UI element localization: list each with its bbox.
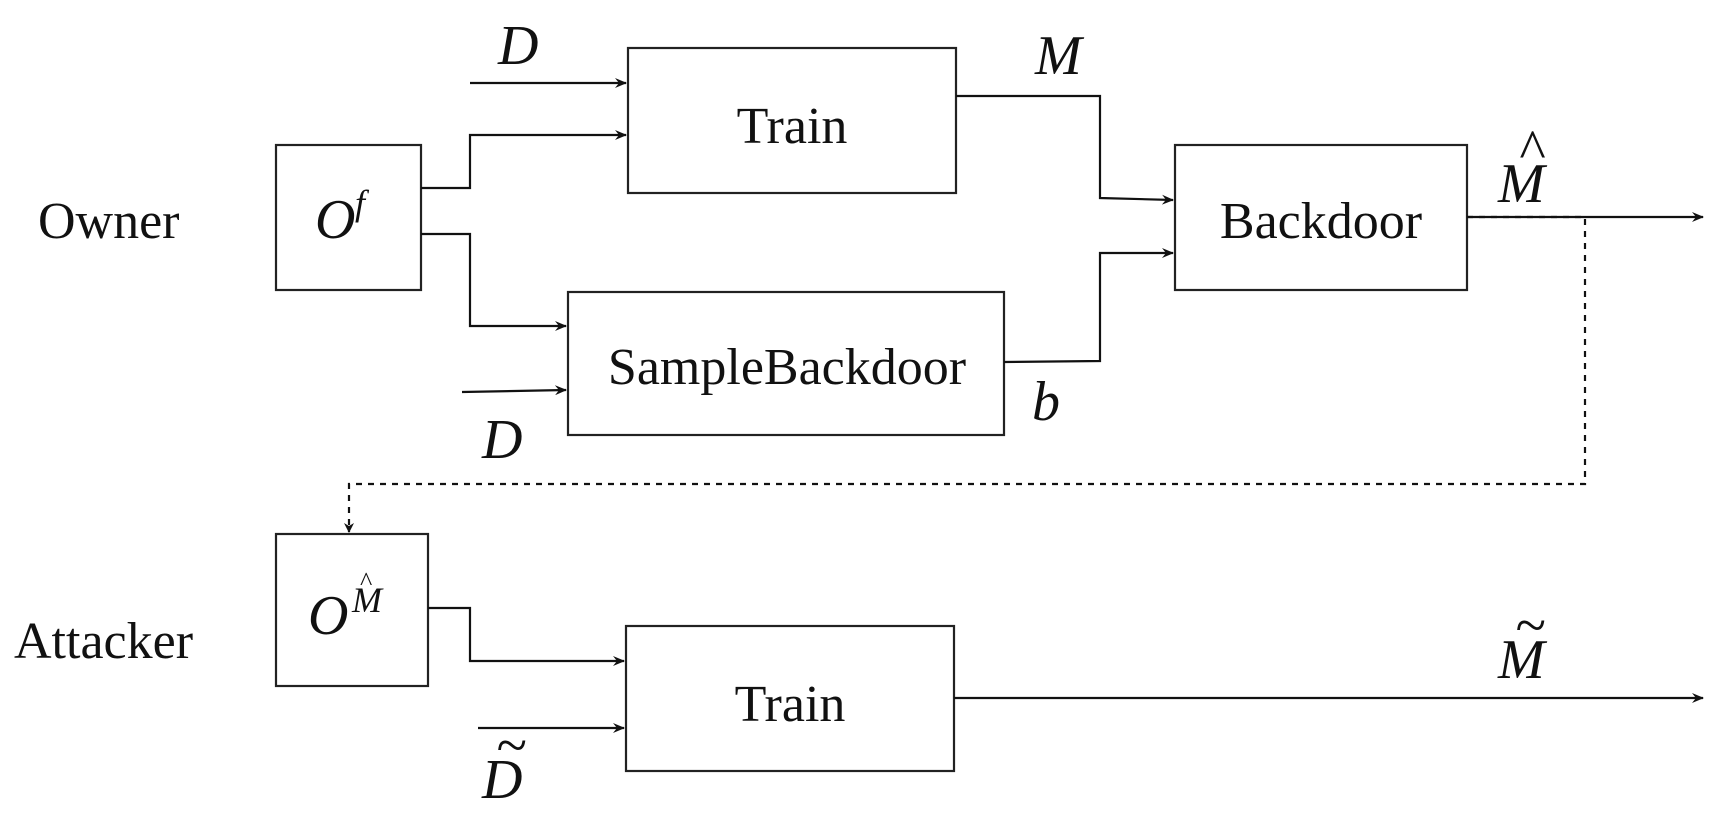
symbol-m-hat: M (1497, 153, 1548, 215)
train-attacker-box (624, 624, 956, 773)
owner-oracle-base: O (315, 189, 355, 251)
train-owner-label: Train (737, 98, 848, 155)
b-to-backdoor-arrow (1003, 248, 1174, 364)
sample-backdoor-box (566, 290, 1006, 437)
symbol-d-top: D (497, 15, 538, 77)
leak-dashed-arrow (344, 215, 1587, 533)
oracle-to-samplebackdoor-arrow (421, 232, 567, 331)
symbol-d-bottom: D (481, 409, 522, 471)
symbol-m: M (1034, 25, 1085, 87)
attacker-oracle-sup: M (351, 580, 384, 620)
attacker-oracle-to-train-arrow (428, 606, 625, 666)
symbol-b: b (1032, 371, 1060, 433)
d-to-samplebackdoor-arrow (461, 385, 567, 396)
symbol-m-tilde-accent: ~ (1515, 595, 1545, 657)
symbol-m-hat-accent: ^ (1518, 119, 1545, 181)
attacker-oracle-base: O (308, 585, 348, 647)
oracle-to-train-arrow (421, 130, 627, 190)
sample-backdoor-label: SampleBackdoor (608, 339, 966, 396)
owner-oracle-box (274, 143, 423, 292)
symbol-d-tilde: D (481, 749, 522, 811)
symbol-m-tilde: M (1497, 629, 1548, 691)
m-to-backdoor-arrow (956, 94, 1174, 205)
train-attacker-label: Train (735, 676, 846, 733)
backdoor-label: Backdoor (1220, 193, 1422, 250)
symbol-d-tilde-accent: ~ (496, 715, 526, 777)
attacker-label: Attacker (14, 613, 193, 670)
attacker-oracle-sup-accent: ^ (360, 567, 373, 596)
owner-label: Owner (38, 193, 180, 250)
attacker-oracle-box (274, 532, 430, 688)
train-owner-box (626, 46, 958, 195)
